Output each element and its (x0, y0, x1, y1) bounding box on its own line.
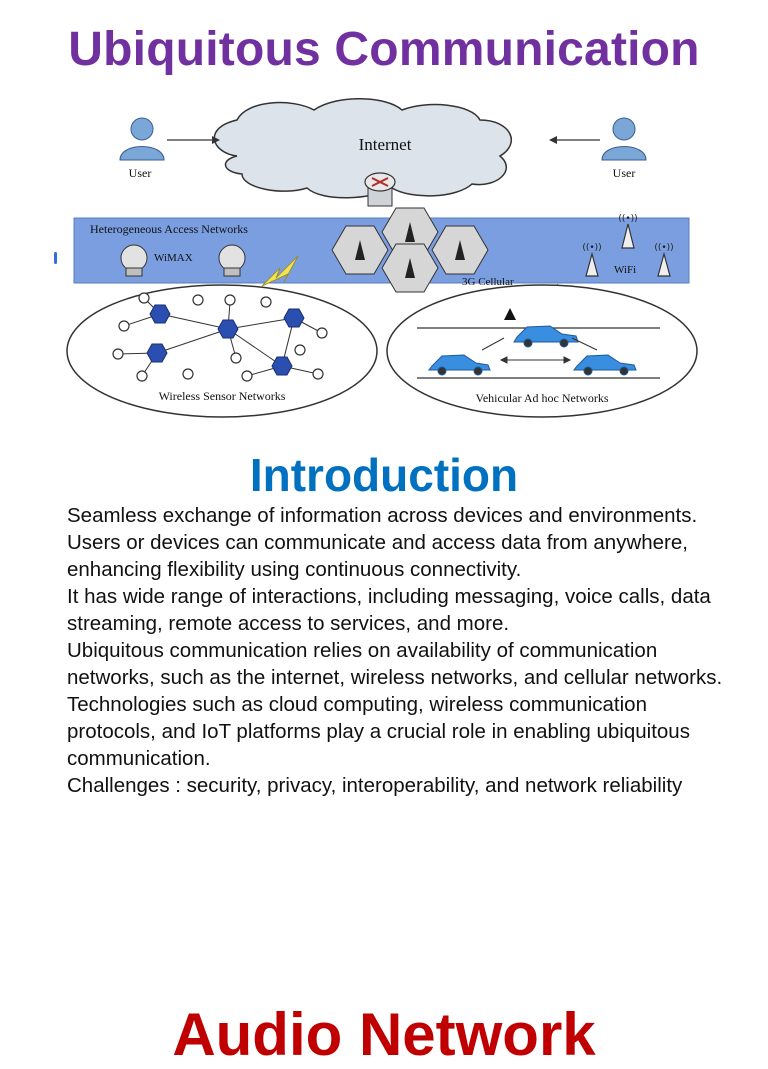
list-item: Ubiquitous communication relies on avail… (67, 639, 723, 689)
user-left-arrowhead (212, 136, 220, 144)
user-right-icon (601, 117, 647, 161)
list-item: Users or devices can communicate and acc… (67, 531, 688, 581)
user-right-label: User (613, 166, 636, 180)
cursor-mark (54, 252, 57, 264)
user-left-icon (119, 117, 165, 161)
car-icon (428, 325, 637, 376)
list-item: Seamless exchange of information across … (67, 504, 698, 527)
next-slide-title: Audio Network (172, 1001, 596, 1068)
roadside-unit-icon (504, 308, 516, 320)
network-diagram-svg: Internet User User Heterogeneous Access … (66, 98, 698, 418)
vehicular-network-label: Vehicular Ad hoc Networks (476, 391, 609, 405)
sensor-endpoint-icon (112, 292, 328, 382)
sensor-node-icon (146, 304, 305, 376)
wifi-label: WiFi (614, 264, 636, 276)
access-band-label: Heterogeneous Access Networks (90, 222, 248, 236)
vehicle-link-arrows (481, 337, 598, 364)
cellular-label: 3G Cellular (462, 276, 514, 288)
svg-text:((•)): ((•)) (654, 243, 673, 253)
sensor-network-label: Wireless Sensor Networks (159, 389, 286, 403)
cell-tower-icon (355, 222, 465, 278)
list-item: It has wide range of interactions, inclu… (67, 585, 711, 635)
bullet-list: Seamless exchange of information across … (34, 502, 734, 864)
vehicular-network-region (386, 284, 698, 418)
svg-text:((•)): ((•)) (582, 243, 601, 253)
internet-label: Internet (359, 135, 412, 154)
wifi-access-point-icon: ((•)) ((•)) ((•)) (582, 214, 674, 277)
ubiquitous-network-diagram: Internet User User Heterogeneous Access … (52, 98, 712, 428)
user-right-arrowhead (549, 136, 557, 144)
wireless-link-bolt-icon (261, 255, 299, 287)
section-heading: Introduction (249, 449, 519, 501)
list-item: Challenges : security, privacy, interope… (67, 774, 683, 797)
svg-text:((•)): ((•)) (618, 214, 637, 224)
router-icon (364, 172, 396, 207)
wimax-antenna-icon (120, 244, 246, 277)
internet-cloud: Internet (213, 98, 512, 199)
slide-title: Ubiquitous Communication (68, 23, 700, 76)
user-left-label: User (129, 166, 152, 180)
wimax-label: WiMAX (154, 252, 193, 264)
list-item: Technologies such as cloud computing, wi… (67, 693, 690, 770)
